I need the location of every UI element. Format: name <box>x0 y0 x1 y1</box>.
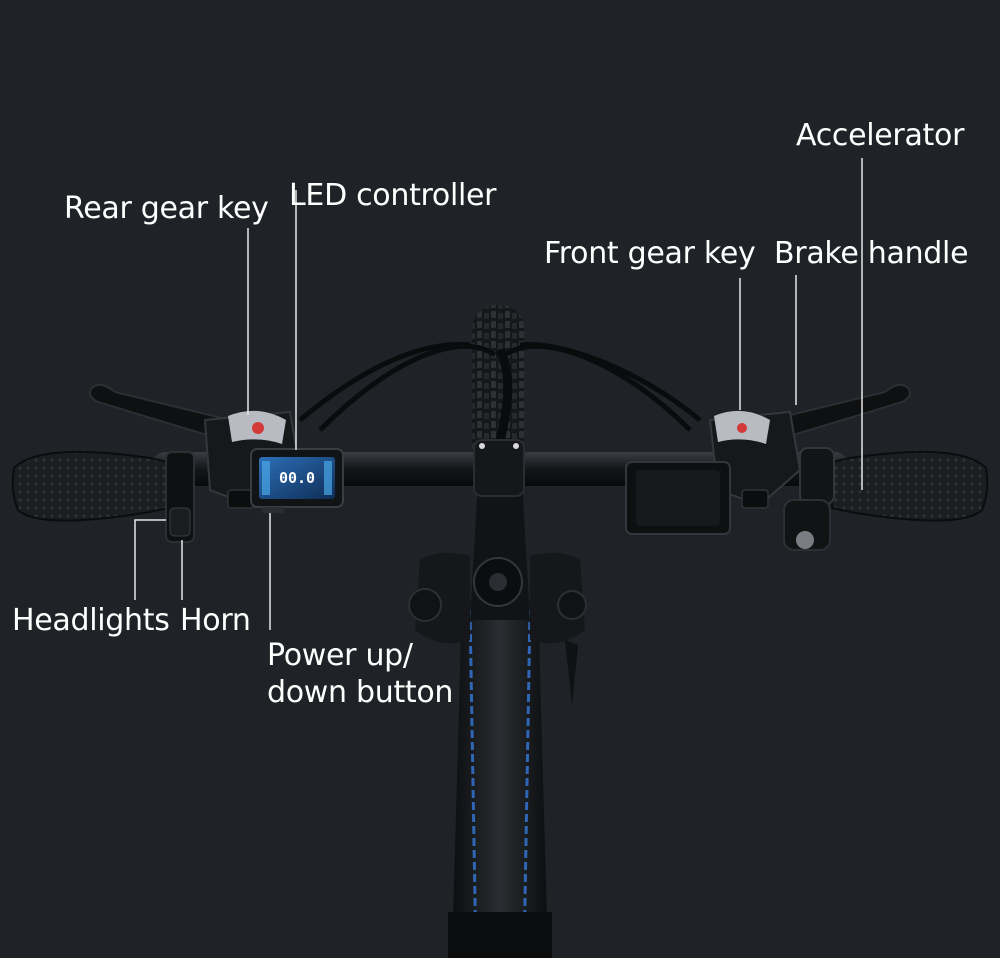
brake-cables <box>298 341 702 452</box>
accelerator-throttle <box>783 447 835 551</box>
bike-frame <box>408 480 587 958</box>
label-rear-gear-key: Rear gear key <box>64 191 269 226</box>
label-led-controller: LED controller <box>289 178 497 213</box>
callout-lines <box>134 158 863 630</box>
label-accelerator: Accelerator <box>796 118 965 153</box>
label-power-button-line1: Power up/ <box>267 638 413 673</box>
headlight-horn-switch <box>165 451 195 543</box>
display-speed: 00.0 <box>279 469 315 487</box>
label-front-gear-key: Front gear key <box>544 236 756 271</box>
phone-holder <box>625 461 731 535</box>
led-display: 00.0 <box>250 448 344 513</box>
headlights-line <box>134 519 166 600</box>
label-power-button-line2: down button <box>267 675 454 710</box>
label-horn: Horn <box>180 603 251 638</box>
label-headlights: Headlights <box>12 603 170 638</box>
label-brake-handle: Brake handle <box>774 236 969 271</box>
right-grip <box>831 450 989 522</box>
front-gear-shifter <box>708 410 802 509</box>
left-grip <box>11 450 169 522</box>
